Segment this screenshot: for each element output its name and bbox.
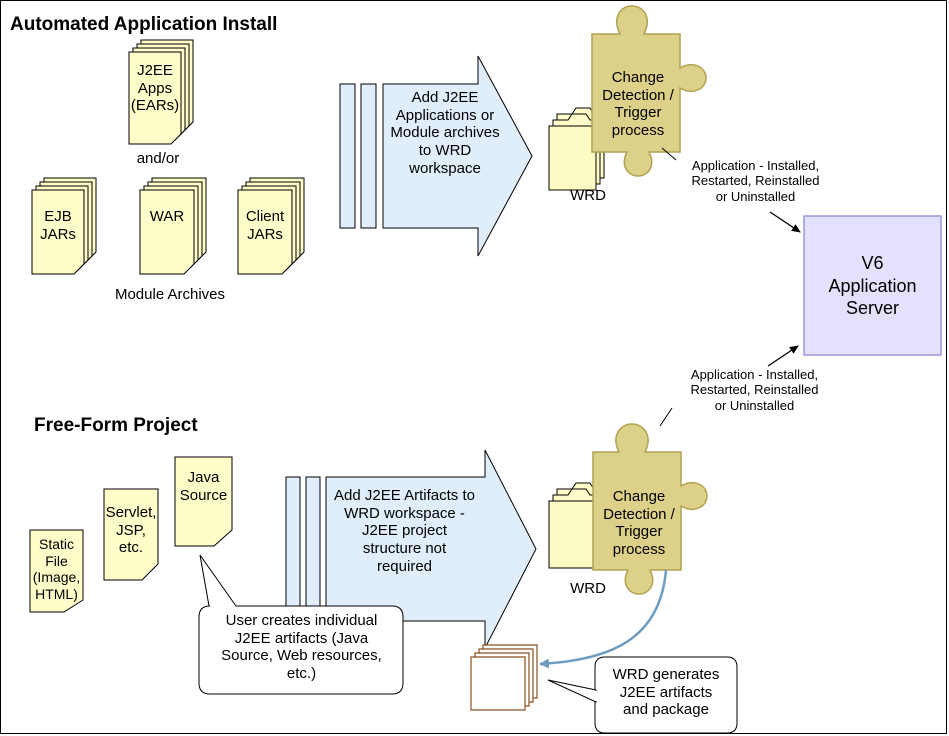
add-artifacts-arrow [285,449,537,649]
section-title-free-form: Free-Form Project [34,415,198,436]
war-doc-label: WAR [149,208,185,225]
connector-msg2-puzzle2 [659,407,673,427]
server-message-1: Application - Installed,Restarted, Reins… [691,158,820,204]
server-message-2: Application - Installed,Restarted, Reins… [690,367,819,413]
servlet-jsp-document [103,488,159,581]
ejb-document-stack [31,177,97,275]
connector-puzzle1-msg [661,147,677,161]
andor-label: and/or [136,150,180,167]
java-source-document [174,456,233,547]
puzzle-piece-icon-1 [591,5,707,177]
generated-package-documents [470,644,538,711]
add-archives-arrow [339,55,533,257]
static-file-document [29,529,84,613]
user-creates-callout-shape [198,554,404,695]
servlet-jsp-doc-label: Servlet,JSP,etc. [105,504,157,557]
connector-server-msg-2 [767,345,799,367]
wrd-generates-callout-shape [547,656,738,734]
connector-puzzle1-to-server [769,211,801,233]
wrd-folder-label-2: WRD [570,580,606,597]
puzzle-piece-icon-2 [592,423,708,595]
ear-document-stack [128,39,194,145]
war-document-stack [139,177,207,275]
wrd-folder-label-1: WRD [570,187,606,204]
module-archives-label: Module Archives [114,286,226,303]
v6-application-server-box [803,215,942,356]
section-title-automated-install: Automated Application Install [10,14,278,35]
generate-package-curve [539,569,668,669]
client-document-stack [237,177,305,275]
